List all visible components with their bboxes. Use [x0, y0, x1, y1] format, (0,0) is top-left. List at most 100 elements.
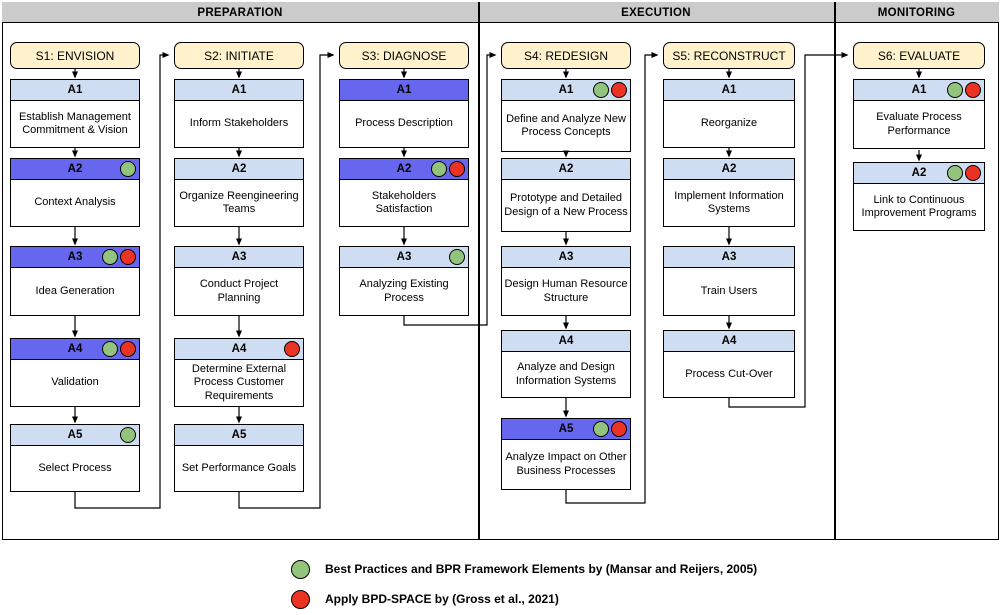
phase-divider-preparation-execution [478, 2, 480, 540]
stage-header-s4: S4: REDESIGN [501, 42, 631, 69]
red-marker-icon [120, 249, 136, 265]
activity-code-bar: A3 [174, 246, 304, 268]
activity-code: A2 [396, 163, 412, 175]
activity-title: Reorganize [663, 101, 795, 148]
activity-title: Context Analysis [10, 180, 140, 227]
activity-code-bar: A3 [10, 246, 140, 268]
marker-dots [947, 82, 981, 98]
activity-code: A1 [721, 84, 737, 96]
activity-code-bar: A5 [10, 424, 140, 446]
activity-box-s1-a5: A5 Select Process [10, 424, 140, 492]
activity-box-s5-a2: A2 Implement Information Systems [663, 158, 795, 227]
activity-box-s4-a3: A3 Design Human Resource Structure [501, 246, 631, 316]
activity-title: Validation [10, 360, 140, 407]
marker-dots [102, 341, 136, 357]
green-marker-icon [291, 559, 310, 579]
legend-label: Apply BPD-SPACE by (Gross et al., 2021) [325, 592, 559, 606]
marker-dots [120, 427, 136, 443]
green-marker-icon [120, 161, 136, 177]
green-marker-icon [449, 249, 465, 265]
activity-title: Link to Continuous Improvement Programs [853, 184, 985, 231]
activity-box-s1-a1: A1 Establish Management Commitment & Vis… [10, 79, 140, 148]
marker-dots [120, 161, 136, 177]
activity-code: A3 [396, 251, 412, 263]
activity-title: Implement Information Systems [663, 180, 795, 227]
activity-title: Analyze and Design Information Systems [501, 352, 631, 398]
activity-code-bar: A2 [10, 158, 140, 180]
activity-title: Inform Stakeholders [174, 101, 304, 148]
activity-code: A2 [721, 163, 737, 175]
red-marker-icon [291, 589, 310, 609]
activity-title: Process Description [339, 101, 469, 148]
activity-code: A1 [231, 84, 247, 96]
activity-code: A2 [231, 163, 247, 175]
green-marker-icon [593, 82, 609, 98]
activity-box-s3-a3: A3 Analyzing Existing Process [339, 246, 469, 316]
activity-code: A2 [558, 163, 574, 175]
activity-box-s2-a2: A2 Organize Reengineering Teams [174, 158, 304, 227]
green-marker-icon [593, 421, 609, 437]
activity-code-bar: A1 [501, 79, 631, 101]
activity-title: Stakeholders Satisfaction [339, 180, 469, 227]
marker-dots [593, 82, 627, 98]
phase-label-monitoring: MONITORING [877, 6, 956, 19]
green-marker-icon [102, 249, 118, 265]
stage-header-s2: S2: INITIATE [174, 42, 304, 69]
activity-box-s1-a2: A2 Context Analysis [10, 158, 140, 227]
activity-code-bar: A5 [501, 418, 631, 440]
legend-item-bpd-space: Apply BPD-SPACE by (Gross et al., 2021) [291, 589, 559, 609]
activity-code-bar: A2 [174, 158, 304, 180]
activity-code: A5 [67, 429, 83, 441]
activity-code: A4 [231, 343, 247, 355]
activity-code-bar: A1 [339, 79, 469, 101]
activity-code: A3 [231, 251, 247, 263]
green-marker-icon [431, 161, 447, 177]
activity-code: A1 [67, 84, 83, 96]
red-marker-icon [284, 341, 300, 357]
activity-code-bar: A1 [174, 79, 304, 101]
activity-title: Define and Analyze New Process Concepts [501, 101, 631, 152]
green-marker-icon [102, 341, 118, 357]
phase-label-preparation: PREPARATION [197, 6, 283, 19]
activity-code: A2 [67, 163, 83, 175]
activity-box-s4-a5: A5 Analyze Impact on Other Business Proc… [501, 418, 631, 490]
legend-item-best-practices: Best Practices and BPR Framework Element… [291, 559, 757, 579]
activity-title: Establish Management Commitment & Vision [10, 101, 140, 148]
stage-header-s6: S6: EVALUATE [853, 42, 985, 69]
activity-code-bar: A2 [853, 162, 985, 184]
activity-title: Determine External Process Customer Requ… [174, 360, 304, 407]
activity-title: Organize Reengineering Teams [174, 180, 304, 227]
red-marker-icon [965, 165, 981, 181]
red-marker-icon [611, 82, 627, 98]
green-marker-icon [947, 82, 963, 98]
activity-code: A3 [67, 251, 83, 263]
marker-dots [449, 249, 465, 265]
red-marker-icon [120, 341, 136, 357]
red-marker-icon [449, 161, 465, 177]
activity-code: A1 [396, 84, 412, 96]
activity-code-bar: A2 [663, 158, 795, 180]
activity-box-s2-a1: A1 Inform Stakeholders [174, 79, 304, 148]
activity-box-s4-a1: A1 Define and Analyze New Process Concep… [501, 79, 631, 152]
activity-box-s2-a3: A3 Conduct Project Planning [174, 246, 304, 316]
phase-band: PREPARATION EXECUTION MONITORING [2, 2, 999, 23]
activity-box-s2-a4: A4 Determine External Process Customer R… [174, 338, 304, 407]
activity-code-bar: A2 [339, 158, 469, 180]
activity-title: Set Performance Goals [174, 446, 304, 492]
activity-box-s1-a3: A3 Idea Generation [10, 246, 140, 316]
activity-box-s2-a5: A5 Set Performance Goals [174, 424, 304, 492]
stage-header-s5: S5: RECONSTRUCT [663, 42, 795, 69]
activity-title: Design Human Resource Structure [501, 268, 631, 316]
activity-code: A1 [911, 84, 927, 96]
activity-code-bar: A4 [663, 330, 795, 352]
activity-code: A3 [721, 251, 737, 263]
activity-title: Idea Generation [10, 268, 140, 316]
activity-box-s5-a1: A1 Reorganize [663, 79, 795, 148]
activity-code: A5 [558, 423, 574, 435]
green-marker-icon [947, 165, 963, 181]
activity-title: Prototype and Detailed Design of a New P… [501, 180, 631, 232]
activity-code: A1 [558, 84, 574, 96]
activity-code: A5 [231, 429, 247, 441]
activity-code: A4 [721, 335, 737, 347]
